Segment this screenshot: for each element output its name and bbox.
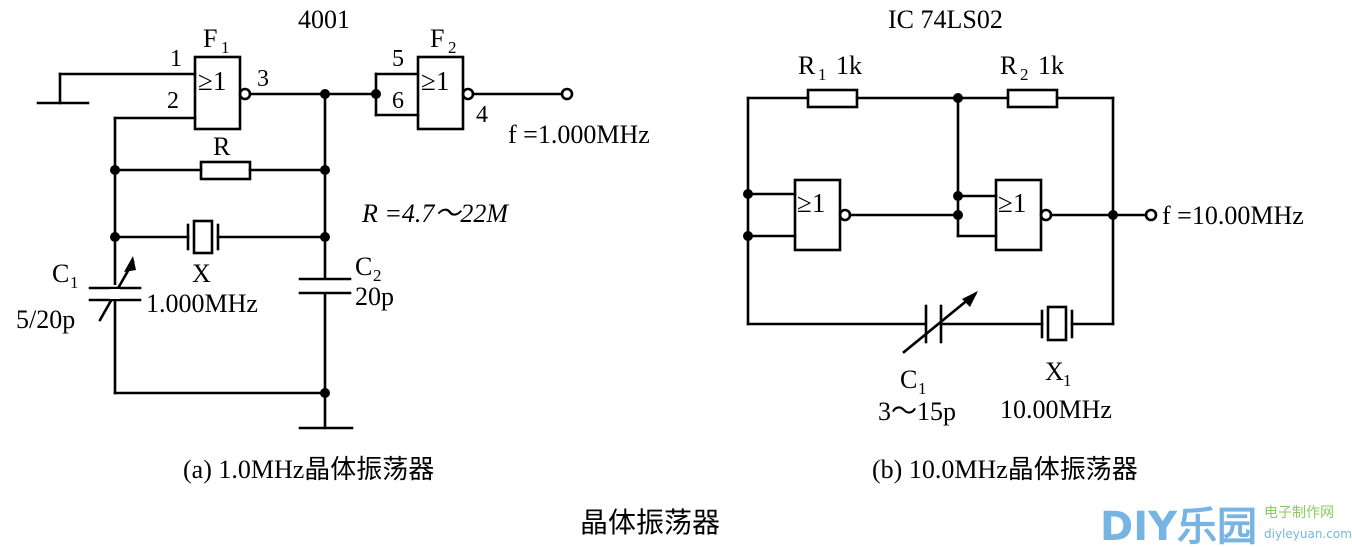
c1b-value: 3～15p — [878, 397, 956, 426]
watermark-site: 电子制作网 — [1264, 505, 1334, 521]
junction-dot — [320, 388, 330, 398]
chip-label-4001: 4001 — [298, 5, 350, 34]
capacitor-c1-variable-b — [902, 291, 978, 354]
c1b-letter: C — [900, 365, 917, 394]
resistor-range-label: R =4.7～22M — [361, 199, 509, 228]
r1-sub: 1 — [818, 65, 827, 84]
c1b-sub: 1 — [918, 379, 927, 398]
resistor-r — [199, 160, 252, 181]
ground-symbol-top — [36, 72, 197, 105]
gate-b2: ≥1 — [994, 178, 1053, 252]
c2-value: 20p — [355, 282, 394, 311]
c1-value: 5/20p — [16, 305, 75, 334]
gate-f1-letter: F — [203, 24, 217, 53]
gate-f2-symbol: ≥1 — [421, 66, 449, 96]
junction-dot — [320, 232, 330, 242]
c1-letter: C — [52, 259, 69, 288]
gate-f1-sub: 1 — [221, 38, 230, 57]
crystal-x-frequency: 1.000MHz — [146, 289, 258, 318]
r2-sub: 2 — [1020, 65, 1029, 84]
gate-f1: ≥1 F 1 1 2 3 — [167, 24, 269, 131]
pin-2-label: 2 — [167, 88, 179, 114]
caption-a: (a) 1.0MHz晶体振荡器 — [183, 455, 434, 484]
junction-dot — [110, 165, 120, 175]
chip-label-74ls02: IC 74LS02 — [888, 5, 1003, 34]
pin-4-label: 4 — [476, 102, 488, 128]
junction-dot — [320, 165, 330, 175]
crystal-x1 — [1046, 305, 1068, 342]
c2-sub: 2 — [373, 266, 382, 285]
output-frequency-label-b: f =10.00MHz — [1162, 201, 1304, 230]
junction-dot — [953, 210, 963, 220]
pin-3-label: 3 — [257, 66, 269, 92]
gate-f1-symbol: ≥1 — [198, 66, 226, 96]
crystal-x — [192, 219, 214, 255]
resistor-r2 — [1006, 88, 1059, 109]
junction-dot — [743, 231, 753, 241]
gate-b1: ≥1 — [793, 178, 852, 252]
gate-f2-letter: F — [430, 24, 444, 53]
capacitor-c2 — [298, 277, 352, 295]
junction-dot — [110, 232, 120, 242]
x1-value: 10.00MHz — [1000, 395, 1112, 424]
caption-b: (b) 10.0MHz晶体振荡器 — [872, 455, 1138, 484]
output-frequency-label: f =1.000MHz — [508, 120, 650, 149]
pin-1-label: 1 — [170, 46, 182, 72]
r1-letter: R — [798, 51, 816, 80]
circuit-a: ≥1 F 1 1 2 3 4001 ≥1 F 2 5 6 4 f — [16, 5, 650, 484]
watermark-brand: DIY乐园 — [1100, 504, 1257, 547]
r1-value: 1k — [836, 51, 862, 80]
gate-b2-symbol: ≥1 — [998, 188, 1026, 218]
x1-letter: X — [1045, 357, 1064, 386]
figure-title: 晶体振荡器 — [580, 506, 720, 539]
pin-5-label: 5 — [392, 46, 404, 72]
watermark-logo: DIY乐园 电子制作网 diyleyuan.com — [1100, 504, 1352, 547]
crystal-x-label: X — [192, 259, 211, 288]
x1-sub: 1 — [1063, 371, 1072, 390]
c1-sub: 1 — [70, 273, 79, 292]
pin-6-label: 6 — [392, 88, 404, 114]
gate-f2-sub: 2 — [448, 38, 457, 57]
resistor-r-label: R — [213, 132, 231, 161]
resistor-r1 — [806, 88, 859, 109]
output-terminal — [560, 87, 574, 101]
gate-f2: ≥1 F 2 5 6 4 — [392, 24, 488, 131]
r2-letter: R — [1000, 51, 1018, 80]
gate-b1-symbol: ≥1 — [797, 188, 825, 218]
r2-value: 1k — [1038, 51, 1064, 80]
circuit-b: IC 74LS02 R 1 1k R 2 1k ≥1 — [743, 5, 1304, 484]
watermark-url: diyleyuan.com — [1264, 527, 1352, 541]
c2-letter: C — [355, 252, 372, 281]
junction-dot — [743, 189, 753, 199]
output-terminal — [1144, 208, 1158, 222]
